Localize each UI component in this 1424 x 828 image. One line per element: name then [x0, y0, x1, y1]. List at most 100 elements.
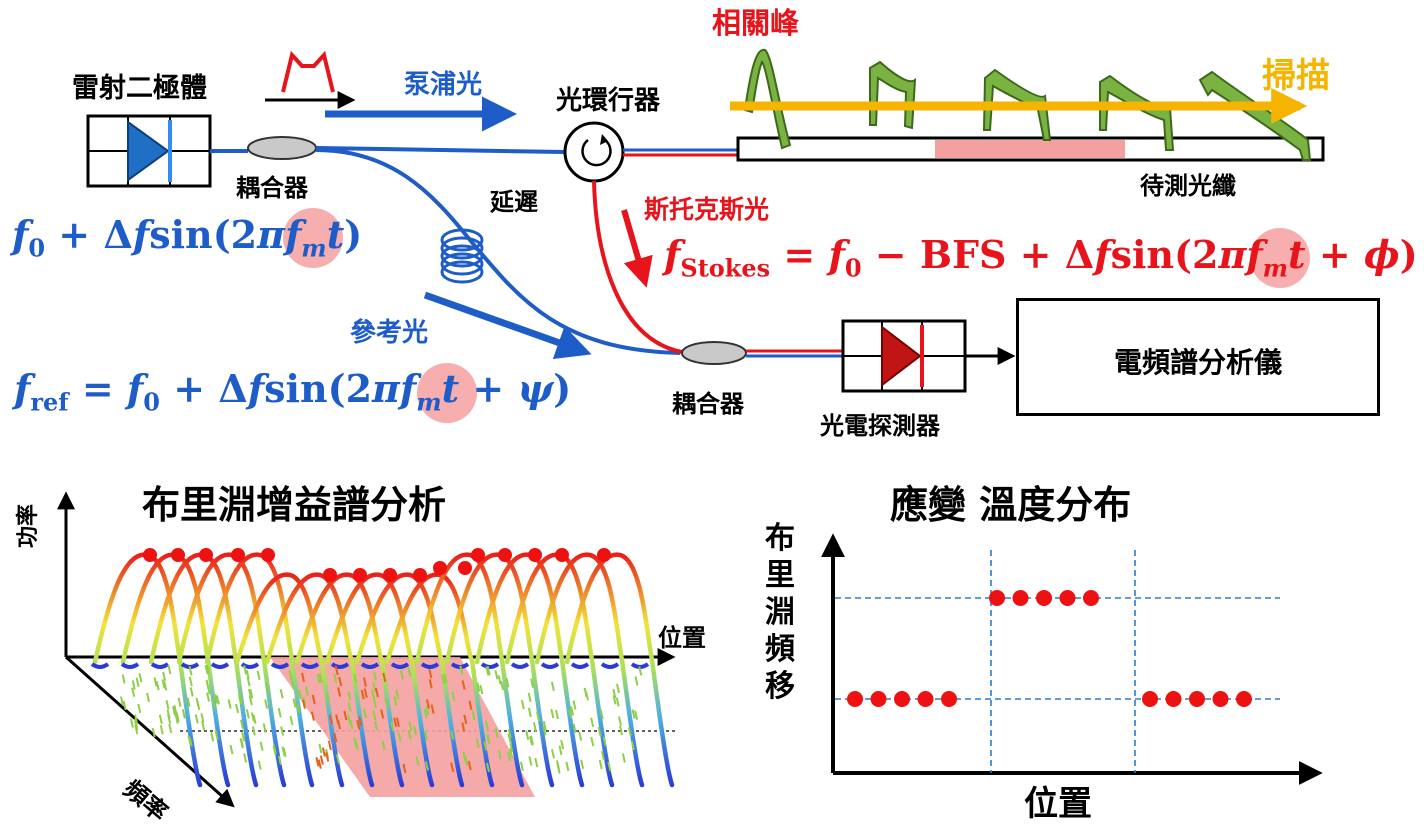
bgs-scatter-dash — [580, 759, 585, 770]
bgs-scatter-dash — [617, 716, 622, 726]
bgs-curve — [354, 572, 465, 788]
fm-highlight-ref — [417, 363, 477, 423]
coupler-bottom — [681, 341, 747, 365]
bgs-scatter-dash — [527, 707, 532, 718]
bgs-curves — [90, 548, 675, 788]
bgs-scatter-dash — [528, 756, 533, 766]
bgs-scatter-dash — [205, 665, 210, 675]
bgs-scatter-dash — [497, 675, 502, 685]
bgs-scatter-dash — [317, 759, 322, 769]
bgs-scatter-dash — [568, 708, 573, 719]
bgs-scatter-dash — [615, 683, 620, 694]
bgs-scatter-dash — [343, 710, 348, 721]
bgs-scatter-dash — [494, 728, 499, 738]
bgs-scatter-dash — [486, 666, 491, 676]
bgs-scatter-dash — [356, 720, 361, 730]
bgs-scatter-dash — [476, 682, 481, 692]
bgs-scatter-dash — [259, 741, 264, 751]
bgs-scatter-dash — [167, 664, 172, 675]
bgs-scatter — [119, 664, 643, 774]
bgs-peak-marker — [383, 568, 397, 582]
bgs-scatter-dash — [239, 719, 244, 729]
bgs-scatter-dash — [188, 676, 193, 687]
bgs-peak-marker — [231, 548, 245, 562]
strain-grid — [835, 550, 1280, 773]
bgs-curve — [564, 552, 675, 788]
photodetector-label: 光電探測器 — [820, 412, 940, 440]
bgs-scatter-dash — [162, 671, 167, 682]
bgs-scatter-dash — [612, 695, 617, 705]
strain-point — [1083, 590, 1099, 606]
bgs-scatter-dash — [382, 672, 387, 683]
bgs-scatter-dash — [315, 757, 320, 767]
bgs-curve — [234, 572, 345, 788]
bgs-scatter-dash — [252, 714, 257, 724]
strain-point — [870, 691, 887, 707]
bgs-scatter-dash — [131, 687, 136, 697]
bgs-scatter-dash — [507, 733, 512, 743]
bgs-baseline-hump — [420, 662, 440, 669]
bgs-peak-marker — [471, 548, 485, 562]
bgs-scatter-dash — [338, 676, 343, 687]
bgs-scatter-dash — [134, 721, 139, 731]
bgs-scatter-dash — [475, 738, 480, 748]
bgs-scatter-dash — [328, 714, 333, 725]
bgs-scatter-dash — [363, 688, 368, 698]
stokes-arrow — [621, 209, 653, 288]
bgs-scatter-dash — [304, 686, 309, 696]
strain-point — [989, 590, 1005, 606]
bgs-scatter-dash — [599, 709, 604, 720]
bgs-scatter-dash — [122, 700, 127, 711]
bgs-scatter-dash — [174, 714, 179, 724]
bgs-scatter-dash — [395, 717, 400, 728]
bgs-scatter-dash — [347, 702, 352, 712]
bgs-peak-marker — [498, 548, 512, 562]
bgs-scatter-dash — [384, 697, 389, 708]
bgs-scatter-dash — [167, 714, 172, 724]
bgs-scatter-dash — [485, 762, 490, 773]
bgs-scatter-dash — [204, 664, 209, 675]
bgs-scatter-dash — [590, 736, 595, 747]
stokes-fiber — [592, 180, 683, 354]
bgs-scatter-dash — [241, 731, 246, 742]
strain-x-axis-label: 位置 — [1024, 784, 1092, 824]
bgs-scatter-dash — [235, 703, 240, 714]
bgs-scatter-dash — [249, 689, 254, 699]
bgs-scatter-dash — [428, 679, 433, 689]
bgs-curve — [384, 572, 495, 788]
bgs-scatter-dash — [529, 736, 534, 746]
bgs-scatter-dash — [227, 699, 232, 709]
strain-y-axis-label: 布里淵頻移 — [765, 521, 795, 704]
bgs-scatter-dash — [464, 756, 469, 767]
bgs-scatter-dash — [211, 699, 216, 709]
bgs-scatter-dash — [572, 723, 577, 733]
bgs-scatter-dash — [505, 677, 510, 688]
bgs-scatter-dash — [251, 726, 256, 736]
bgs-scatter-dash — [205, 679, 210, 690]
pump-light-label: 泵浦光 — [404, 70, 483, 100]
bgs-scatter-dash — [277, 755, 282, 765]
bgs-scatter-dash — [600, 750, 605, 761]
bgs-scatter-dash — [188, 666, 193, 676]
bgs-scatter-dash — [316, 673, 321, 684]
rf-spectrum-analyzer-label: 電頻譜分析儀 — [1113, 346, 1282, 379]
bgs-scatter-dash — [572, 700, 577, 710]
bgs-peak-marker — [171, 548, 185, 562]
bgs-scatter-dash — [200, 713, 205, 723]
bgs-scatter-dash — [621, 753, 626, 763]
bgs-scatter-dash — [358, 716, 363, 726]
bgs-scatter-dash — [500, 680, 505, 691]
fiber-hotspot — [935, 140, 1125, 158]
bgs-scatter-dash — [393, 717, 398, 727]
bgs-scatter-dash — [597, 726, 602, 737]
bgs-curve — [324, 572, 435, 788]
bgs-baseline-hump — [240, 662, 260, 669]
bgs-scatter-dash — [542, 726, 547, 736]
bgs-scatter-dash — [627, 727, 632, 737]
bgs-scatter-dash — [257, 760, 262, 770]
bgs-curve — [294, 572, 405, 788]
bgs-scatter-dash — [138, 672, 143, 683]
bgs-scatter-dash — [615, 697, 620, 707]
bgs-scatter-dash — [319, 755, 324, 765]
